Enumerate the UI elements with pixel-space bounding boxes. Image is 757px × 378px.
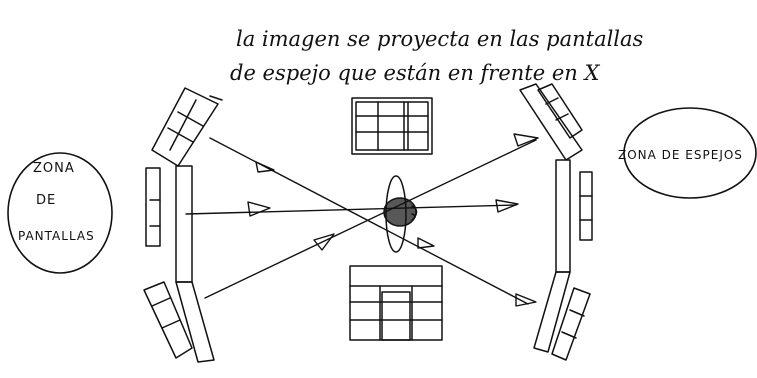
left-zone-label-2: DE — [36, 193, 56, 208]
right-panel-middle-outer — [580, 172, 592, 240]
left-zone: ZONA DE PANTALLAS — [8, 153, 112, 273]
right-panel-middle — [556, 160, 570, 272]
right-panel-lower — [534, 272, 570, 352]
top-grid — [352, 98, 432, 154]
ray-bottom-left-to-top-right — [205, 140, 536, 298]
left-zone-label-3: PANTALLAS — [18, 229, 95, 243]
top-grid-frame — [352, 98, 432, 154]
arrow-middle-left — [248, 202, 270, 216]
projector-body — [384, 198, 416, 226]
bottom-grid — [350, 266, 442, 340]
right-panel-upper — [520, 84, 582, 160]
right-panel-lower-outer — [552, 288, 590, 360]
right-mirror-panels — [520, 84, 592, 360]
right-panel-upper-outer — [538, 84, 582, 138]
left-panel-lower-outer — [144, 282, 192, 358]
arrow-lower-left — [314, 234, 334, 250]
projection-rays — [186, 138, 536, 304]
left-zone-label-1: ZONA — [33, 161, 75, 176]
caption: la imagen se proyecta en las pantallas d… — [230, 27, 644, 85]
right-zone-label: ZONA DE ESPEJOS — [618, 148, 743, 162]
ray-middle — [186, 205, 516, 214]
central-projector — [384, 176, 417, 252]
left-panel-middle-outer — [146, 168, 160, 246]
bottom-grid-frame — [350, 266, 442, 340]
right-zone: ZONA DE ESPEJOS — [618, 108, 756, 198]
left-panel-upper — [152, 88, 218, 166]
left-screen-panels — [144, 88, 222, 362]
arrow-center-lower — [418, 238, 434, 248]
caption-line-2: de espejo que están en frente en X — [230, 61, 600, 85]
caption-line-1: la imagen se proyecta en las pantallas — [236, 27, 644, 51]
left-panel-middle — [176, 166, 192, 282]
